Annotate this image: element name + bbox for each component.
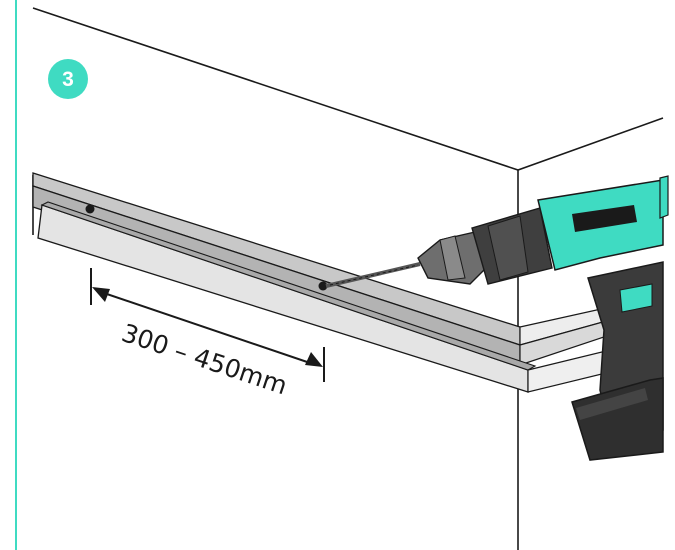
screw-hole — [318, 281, 328, 291]
left-accent-border — [15, 0, 17, 550]
drill-icon — [417, 175, 669, 461]
step-badge: 3 — [48, 59, 88, 99]
dimension-label: 300 – 450mm — [118, 318, 291, 400]
screw-hole — [85, 204, 95, 214]
screw-icon — [325, 262, 421, 288]
dimension-arrow — [90, 268, 325, 382]
step-number: 3 — [62, 68, 74, 91]
shelf-strip — [37, 201, 611, 393]
